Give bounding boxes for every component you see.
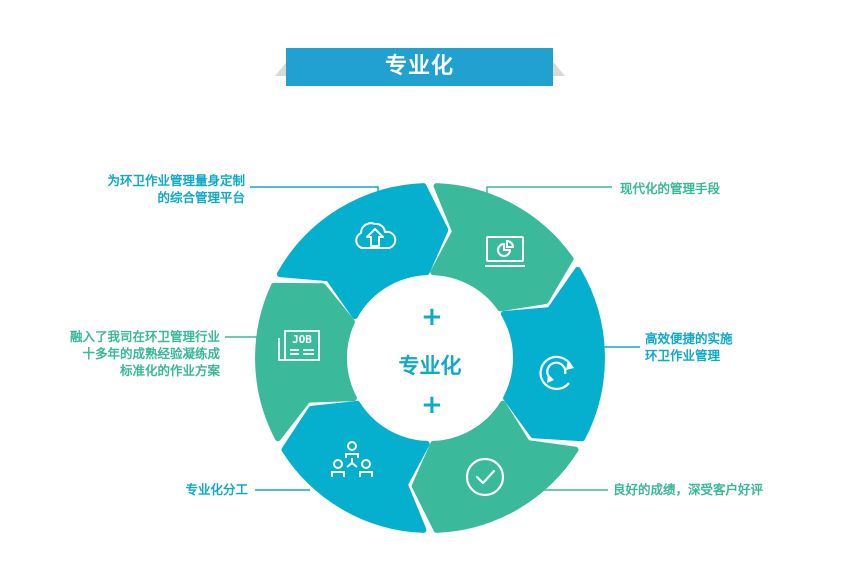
job-newspaper-icon: JOB — [278, 330, 320, 361]
title-banner: 专业化 — [275, 48, 565, 86]
team-hierarchy-icon — [331, 441, 373, 477]
label-right: 高效便捷的实施 环卫作业管理 — [645, 330, 733, 364]
label-top-left: 为环卫作业管理量身定制 的综合管理平台 — [107, 172, 245, 206]
banner-title: 专业化 — [286, 48, 553, 86]
label-bottom-left: 专业化分工 — [185, 481, 248, 498]
label-right-line-1: 高效便捷的实施 — [645, 331, 733, 346]
ring-segment-top-left — [276, 183, 449, 319]
label-bottom-right: 良好的成绩，深受客户好评 — [613, 481, 763, 498]
ring-segment-left — [255, 282, 357, 442]
label-left-line-2: 十多年的成熟经验凝练成 — [82, 346, 220, 361]
monitor-pie-chart-icon — [485, 236, 525, 267]
refresh-cycle-icon — [539, 355, 574, 390]
center-title: 专业化 — [398, 354, 462, 378]
job-icon-text: JOB — [292, 333, 312, 346]
label-right-line-2: 环卫作业管理 — [645, 348, 721, 363]
label-top-left-line-2: 的综合管理平台 — [157, 190, 245, 205]
label-top-right: 现代化的管理手段 — [620, 180, 720, 197]
check-circle-icon — [465, 457, 505, 497]
label-left-line-3: 标准化的作业方案 — [119, 363, 220, 378]
label-left: 融入了我司在环卫管理行业 十多年的成熟经验凝练成 标准化的作业方案 — [70, 328, 220, 379]
leader-line-top-left — [250, 186, 379, 197]
label-bottom-left-line-1: 专业化分工 — [185, 482, 248, 497]
label-bottom-right-line-1: 良好的成绩，深受客户好评 — [613, 482, 764, 497]
ring-segment-top-right — [430, 183, 574, 312]
ring-segment-bottom-right — [411, 400, 579, 533]
leader-line-top-right — [486, 186, 612, 197]
cloud-upload-icon — [355, 222, 397, 249]
plus-bottom: + — [421, 390, 443, 420]
label-top-right-line-1: 现代化的管理手段 — [620, 181, 721, 196]
plus-top: + — [421, 302, 443, 332]
ring-segment-right — [500, 266, 605, 442]
label-top-left-line-1: 为环卫作业管理量身定制 — [107, 173, 245, 188]
label-left-line-1: 融入了我司在环卫管理行业 — [69, 329, 220, 344]
